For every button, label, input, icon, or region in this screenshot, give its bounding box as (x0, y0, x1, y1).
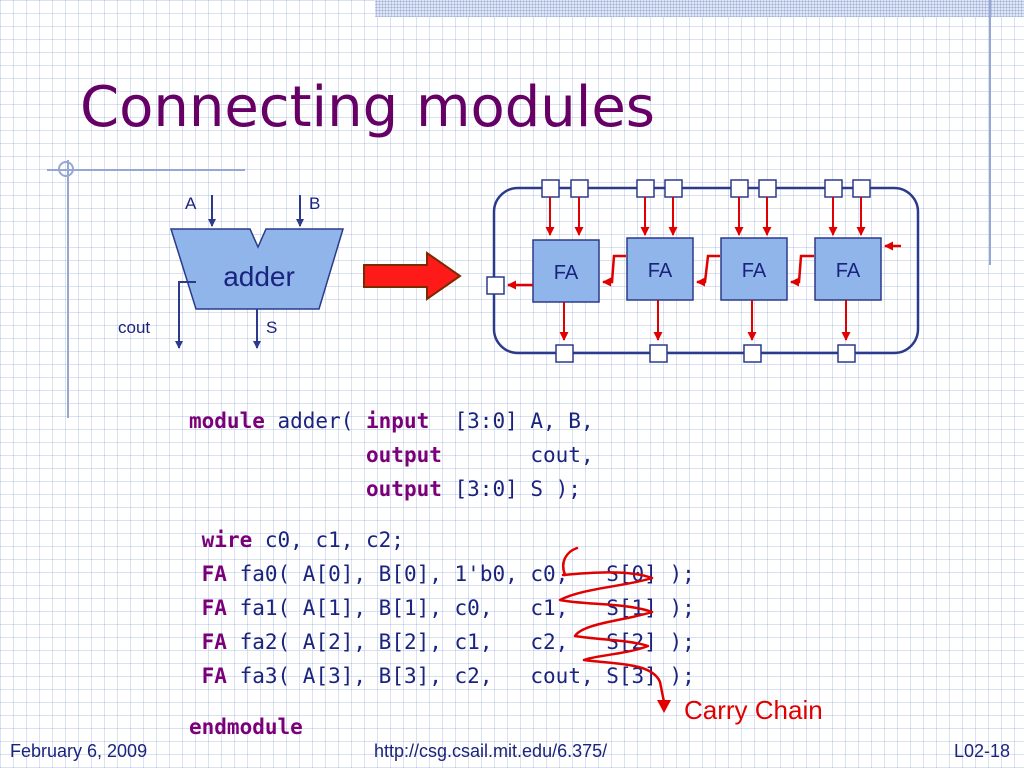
code-line: FA fa0( A[0], B[0], 1'b0, c0, S[0] ); (189, 557, 695, 591)
circuit-diagram: A B adder cout S (118, 179, 920, 363)
code-blank-line (189, 693, 695, 710)
port-a1 (636, 179, 655, 198)
adder-shape (169, 228, 345, 310)
carry-chain-label: Carry Chain (684, 695, 823, 725)
adder-symbol: A B adder cout S (118, 194, 345, 349)
port-a2 (730, 179, 749, 198)
port-b0 (570, 179, 589, 198)
sum-arrows (559, 300, 851, 341)
port-s0 (555, 344, 574, 363)
code-keyword: FA (201, 664, 227, 688)
code-line: endmodule (189, 710, 695, 744)
code-text (189, 443, 366, 467)
code-text: fa0( A[0], B[0], 1'b0, c0, S[0] ); (226, 562, 695, 586)
adder-label: adder (223, 261, 295, 292)
sum-label: S (266, 318, 277, 337)
code-keyword: FA (201, 596, 227, 620)
output-ports (555, 344, 856, 363)
code-keyword: module (189, 409, 265, 433)
verilog-code-block: module adder( input [3:0] A, B, output c… (189, 404, 695, 744)
cout-arrow (175, 281, 196, 349)
code-text: c0, c1, c2; (252, 528, 404, 552)
code-text: [3:0] S ); (441, 477, 581, 501)
input-ports (541, 179, 871, 198)
code-text (189, 596, 202, 620)
fa-block-1: FA (626, 237, 694, 301)
code-line: FA fa2( A[2], B[2], c1, c2, S[2] ); (189, 625, 695, 659)
code-text (189, 664, 202, 688)
fa-block-2: FA (720, 237, 788, 301)
slide-title: Connecting modules (80, 75, 655, 140)
input-arrows (545, 197, 866, 236)
title-rule (47, 169, 245, 171)
title-ring-ornament (58, 161, 74, 177)
code-keyword: FA (201, 630, 227, 654)
code-line: FA fa3( A[3], B[3], c2, cout, S[3] ); (189, 659, 695, 693)
port-b3 (852, 179, 871, 198)
code-line: wire c0, c1, c2; (189, 523, 695, 557)
port-s2 (743, 344, 762, 363)
input-b-label: B (309, 194, 320, 213)
port-s1 (649, 344, 668, 363)
fa-label-2: FA (742, 260, 767, 282)
transform-arrow (363, 251, 462, 301)
footer-date: February 6, 2009 (10, 741, 148, 761)
port-cout (486, 276, 505, 295)
carry-links (507, 241, 901, 290)
code-text: fa2( A[2], B[2], c1, c2, S[2] ); (226, 630, 695, 654)
fa-block-0: FA (532, 239, 600, 303)
port-s3 (837, 344, 856, 363)
left-rule (67, 160, 69, 418)
port-a0 (541, 179, 560, 198)
footer-url[interactable]: http://csg.csail.mit.edu/6.375/ (374, 741, 608, 761)
code-blank-line (189, 506, 695, 523)
code-line: module adder( input [3:0] A, B, (189, 404, 695, 438)
code-text (189, 562, 202, 586)
code-text (189, 630, 202, 654)
fa-label-0: FA (554, 262, 579, 284)
code-keyword: input (366, 409, 430, 433)
header-band (375, 0, 1024, 17)
code-line: output [3:0] S ); (189, 472, 695, 506)
code-keyword: wire (201, 528, 253, 552)
ripple-carry-adder: FA FA FA FA (486, 179, 920, 363)
input-a-label: A (185, 194, 197, 213)
port-b1 (664, 179, 683, 198)
code-text (189, 477, 366, 501)
code-text: fa3( A[3], B[3], c2, cout, S[3] ); (226, 664, 695, 688)
fa-block-3: FA (814, 237, 882, 301)
code-text: fa1( A[1], B[1], c0, c1, S[1] ); (226, 596, 695, 620)
code-text: adder( (264, 409, 367, 433)
code-line: output cout, (189, 438, 695, 472)
right-rule (989, 0, 991, 265)
module-boundary (492, 186, 920, 355)
fa-label-1: FA (648, 260, 673, 282)
cout-label: cout (118, 318, 150, 337)
code-keyword: output (366, 443, 442, 467)
code-keyword: endmodule (189, 715, 303, 739)
code-line: FA fa1( A[1], B[1], c0, c1, S[1] ); (189, 591, 695, 625)
code-text: cout, (441, 443, 594, 467)
code-keyword: output (366, 477, 442, 501)
port-b2 (758, 179, 777, 198)
fa-label-3: FA (836, 260, 861, 282)
footer-page-number: L02-18 (954, 741, 1011, 761)
code-keyword: FA (201, 562, 227, 586)
code-text (189, 528, 202, 552)
code-text: [3:0] A, B, (429, 409, 594, 433)
port-a3 (824, 179, 843, 198)
